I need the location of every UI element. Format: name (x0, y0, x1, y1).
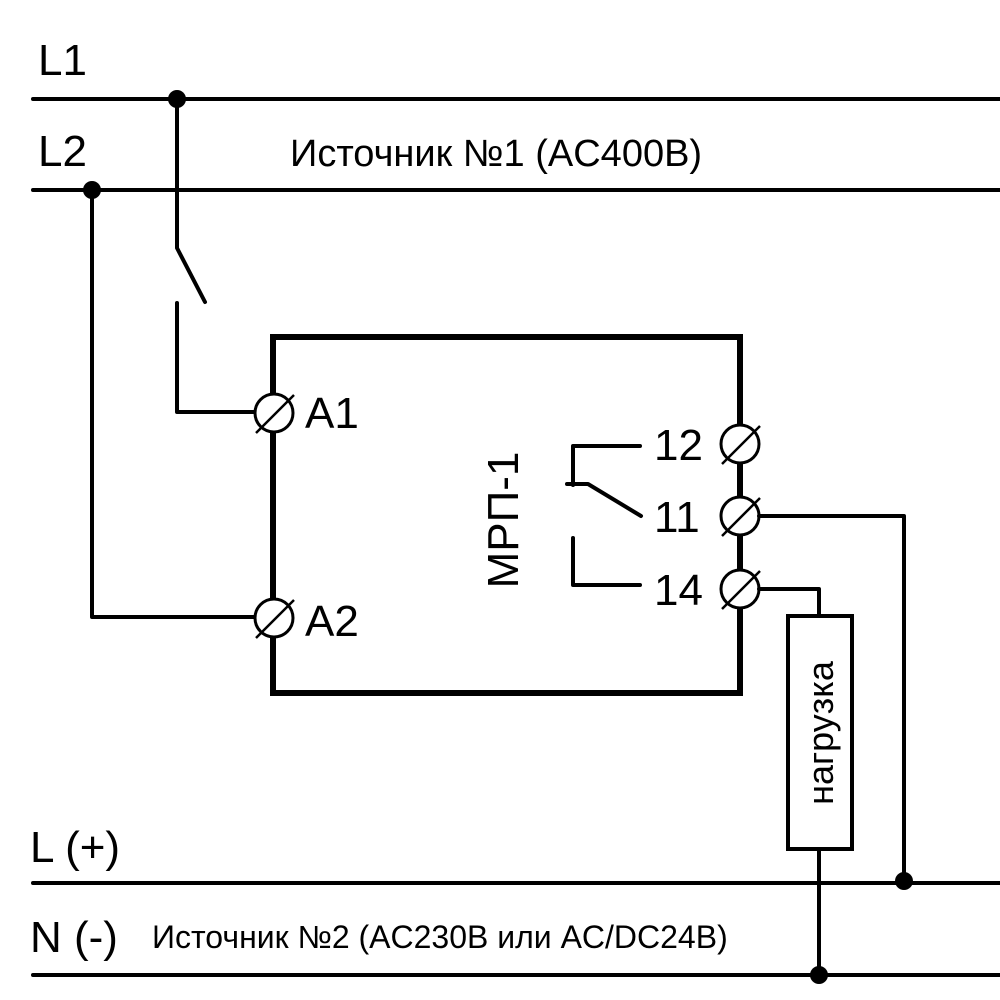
wire-a2 (90, 188, 257, 619)
label-l-plus: L (+) (30, 823, 120, 872)
label-12: 12 (654, 421, 703, 470)
label-l2: L2 (38, 127, 87, 176)
label-source1: Источник №1 (AC400В) (290, 133, 702, 175)
label-14: 14 (654, 566, 703, 615)
label-a2: A2 (305, 597, 359, 646)
wire-14 (757, 587, 821, 618)
switch-contact (175, 97, 207, 304)
contact-common (565, 482, 643, 518)
wire-11 (757, 514, 906, 883)
load-box (786, 614, 854, 851)
terminal-a2 (253, 597, 295, 639)
load-label: нагрузка (800, 660, 841, 805)
label-a1: A1 (305, 389, 359, 438)
wire-a1 (175, 301, 257, 414)
terminal-14 (719, 568, 761, 610)
terminal-12 (719, 423, 761, 465)
label-source2: Источник №2 (AC230В или AC/DC24В) (152, 919, 728, 955)
label-11: 11 (654, 493, 700, 542)
terminal-11 (719, 495, 761, 537)
label-n-minus: N (-) (30, 913, 118, 962)
contact-no (571, 536, 642, 587)
label-l1: L1 (38, 36, 87, 85)
terminal-a1 (253, 392, 295, 434)
relay-name: МРП-1 (479, 452, 528, 589)
contact-nc (571, 444, 642, 487)
